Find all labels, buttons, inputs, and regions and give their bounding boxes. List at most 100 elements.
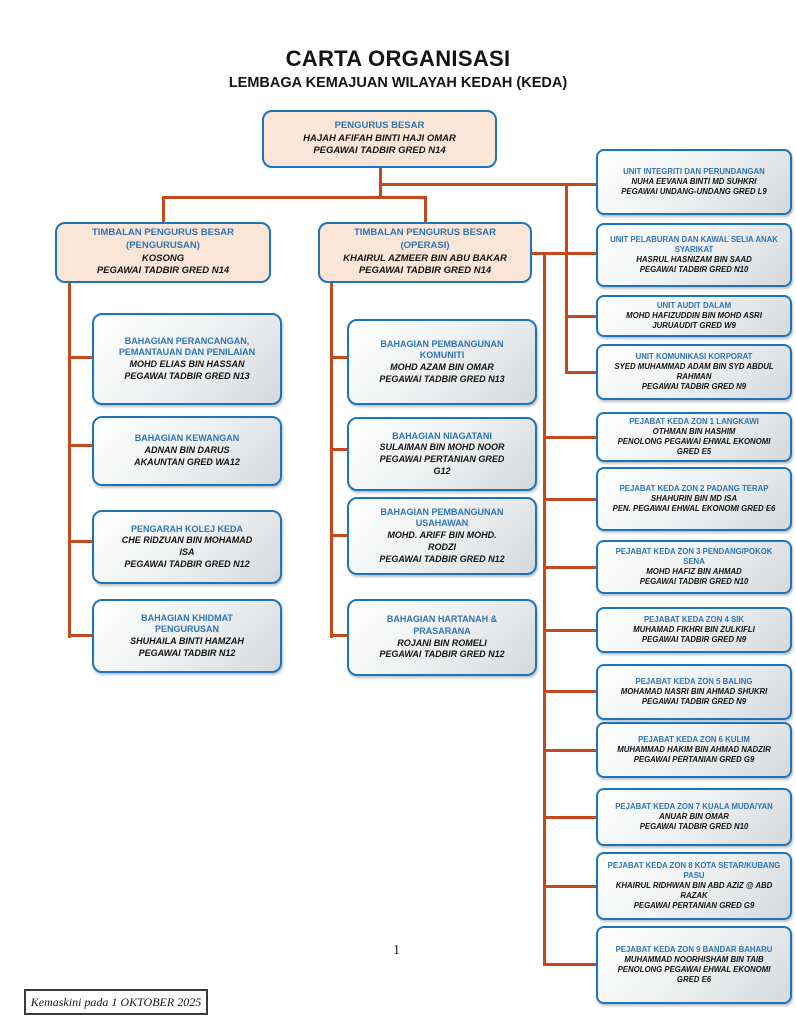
- connector-line: [565, 183, 568, 374]
- node-title: PEJABAT KEDA ZON 7 KUALA MUDA/YAN: [615, 802, 773, 812]
- node-zon-2-padang-terap: PEJABAT KEDA ZON 2 PADANG TERAP SHAHURIN…: [596, 467, 792, 531]
- connector-line: [543, 252, 546, 966]
- connector-line: [162, 196, 165, 225]
- node-person: CHE RIDZUAN BIN MOHAMAD ISA: [121, 535, 253, 557]
- page-number: 1: [393, 943, 400, 958]
- node-role: PEGAWAI TADBIR GRED N9: [641, 381, 747, 391]
- node-person: SYED MUHAMMAD ADAM BIN SYD ABDUL RAHMAN: [614, 362, 774, 381]
- node-role: PEGAWAI TADBIR GRED N9: [641, 634, 747, 644]
- node-title: BAHAGIAN PEMBANGUNAN USAHAWAN: [380, 506, 504, 529]
- node-person: ADNAN BIN DARUS: [144, 445, 230, 456]
- node-person: KOSONG: [141, 252, 185, 264]
- node-person: MUHAMMAD HAKIM BIN AHMAD NADZIR: [617, 745, 771, 755]
- node-role: PEGAWAI TADBIR GRED N12: [124, 558, 250, 569]
- node-role: PENOLONG PEGAWAI EHWAL EKONOMI GRED E5: [617, 437, 771, 456]
- node-title: PEJABAT KEDA ZON 3 PENDANG/POKOK SENA: [615, 547, 773, 567]
- node-zon-5-baling: PEJABAT KEDA ZON 5 BALING MOHAMAD NASRI …: [596, 664, 792, 720]
- connector-line: [330, 448, 348, 451]
- node-title: TIMBALAN PENGURUS BESAR (PENGURUSAN): [92, 227, 234, 251]
- node-role: PEGAWAI UNDANG-UNDANG GRED L9: [621, 186, 767, 196]
- node-zon-8-kota-setar-kubang-pasu: PEJABAT KEDA ZON 8 KOTA SETAR/KUBANG PAS…: [596, 852, 792, 920]
- node-bahagian-perancangan: BAHAGIAN PERANCANGAN, PEMANTAUAN DAN PEN…: [92, 313, 282, 405]
- node-title: UNIT INTEGRITI DAN PERUNDANGAN: [623, 167, 765, 177]
- node-role: PEGAWAI TADBIR GRED N14: [313, 145, 446, 157]
- node-unit-integriti-perundangan: UNIT INTEGRITI DAN PERUNDANGAN NUHA EEVA…: [596, 149, 792, 215]
- connector-line: [68, 634, 93, 637]
- node-person: NUHA EEVANA BINTI MD SUHKRI: [631, 177, 757, 187]
- node-title: BAHAGIAN KHIDMAT PENGURUSAN: [141, 612, 233, 635]
- connector-line: [379, 183, 597, 186]
- node-role: PEGAWAI PERTANIAN GRED G12: [379, 454, 505, 476]
- node-role: PEGAWAI TADBIR GRED N12: [379, 553, 505, 564]
- node-zon-7-kuala-muda-yan: PEJABAT KEDA ZON 7 KUALA MUDA/YAN ANUAR …: [596, 788, 792, 846]
- node-role: PEGAWAI PERTANIAN GRED G9: [633, 900, 755, 910]
- node-title: BAHAGIAN KEWANGAN: [134, 433, 240, 444]
- node-role: PEGAWAI TADBIR GRED N14: [96, 265, 230, 277]
- node-unit-pelaburan-kawal-selia: UNIT PELABURAN DAN KAWAL SELIA ANAK SYAR…: [596, 223, 792, 287]
- connector-line: [330, 534, 348, 537]
- node-role: PEGAWAI TADBIR GRED N10: [639, 264, 749, 274]
- connector-line: [424, 196, 427, 225]
- update-note: Kemaskini pada 1 OKTOBER 2025: [30, 994, 202, 1009]
- node-bahagian-niagatani: BAHAGIAN NIAGATANI SULAIMAN BIN MOHD NOO…: [347, 417, 537, 491]
- node-timbalan-operasi: TIMBALAN PENGURUS BESAR (OPERASI) KHAIRU…: [318, 222, 532, 283]
- node-title: BAHAGIAN PERANCANGAN, PEMANTAUAN DAN PEN…: [118, 335, 256, 358]
- node-person: OTHMAN BIN HASHIM: [652, 427, 736, 437]
- connector-line: [330, 634, 348, 637]
- chart-header: CARTA ORGANISASI LEMBAGA KEMAJUAN WILAYA…: [0, 46, 796, 91]
- node-role: PEGAWAI TADBIR N12: [138, 647, 236, 658]
- node-pengurus-besar: PENGURUS BESAR HAJAH AFIFAH BINTI HAJI O…: [262, 110, 497, 168]
- node-title: PEJABAT KEDA ZON 6 KULIM: [638, 735, 750, 745]
- connector-line: [330, 283, 333, 638]
- connector-line: [565, 315, 597, 318]
- connector-line: [162, 196, 427, 199]
- node-role: PEGAWAI TADBIR GRED N10: [639, 821, 749, 831]
- node-person: KHAIRUL RIDHWAN BIN ABD AZIZ @ ABD RAZAK: [615, 881, 773, 900]
- page-subtitle: LEMBAGA KEMAJUAN WILAYAH KEDAH (KEDA): [228, 75, 568, 91]
- node-title: BAHAGIAN HARTANAH & PRASARANA: [386, 614, 498, 636]
- node-role: PEGAWAI TADBIR GRED N12: [379, 649, 505, 660]
- node-title: PEJABAT KEDA ZON 1 LANGKAWI: [629, 417, 759, 427]
- node-zon-6-kulim: PEJABAT KEDA ZON 6 KULIM MUHAMMAD HAKIM …: [596, 722, 792, 778]
- connector-line: [543, 498, 596, 501]
- connector-line: [543, 690, 596, 693]
- node-role: PEGAWAI TADBIR GRED N13: [379, 373, 505, 384]
- node-zon-3-pendang-pokok-sena: PEJABAT KEDA ZON 3 PENDANG/POKOK SENA MO…: [596, 540, 792, 594]
- connector-line: [543, 436, 596, 439]
- node-person: KHAIRUL AZMEER BIN ABU BAKAR: [343, 252, 507, 264]
- node-title: TIMBALAN PENGURUS BESAR (OPERASI): [354, 227, 496, 251]
- node-title: PEJABAT KEDA ZON 8 KOTA SETAR/KUBANG PAS…: [607, 861, 781, 881]
- node-title: UNIT KOMUNIKASI KORPORAT: [635, 352, 753, 362]
- node-role: PENOLONG PEGAWAI EHWAL EKONOMI GRED E6: [617, 965, 771, 984]
- connector-line: [543, 749, 596, 752]
- node-role: PEGAWAI PERTANIAN GRED G9: [633, 754, 755, 764]
- node-person: ROJANI BIN ROMELI: [397, 637, 487, 648]
- connector-line: [330, 356, 348, 359]
- node-unit-komunikasi-korporat: UNIT KOMUNIKASI KORPORAT SYED MUHAMMAD A…: [596, 344, 792, 400]
- node-title: PENGARAH KOLEJ KEDA: [130, 523, 243, 534]
- connector-line: [532, 252, 597, 255]
- update-note-box: Kemaskini pada 1 OKTOBER 2025: [24, 989, 208, 1015]
- node-person: SHUHAILA BINTI HAMZAH: [130, 636, 244, 646]
- node-zon-1-langkawi: PEJABAT KEDA ZON 1 LANGKAWI OTHMAN BIN H…: [596, 412, 792, 462]
- connector-line: [68, 356, 93, 359]
- connector-line: [68, 283, 71, 638]
- connector-line: [565, 371, 597, 374]
- node-role: JURUAUDIT GRED W9: [652, 320, 736, 330]
- node-zon-9-bandar-baharu: PEJABAT KEDA ZON 9 BANDAR BAHARU MUHAMMA…: [596, 926, 792, 1004]
- connector-line: [68, 444, 93, 447]
- node-title: PEJABAT KEDA ZON 5 BALING: [635, 677, 753, 687]
- connector-line: [543, 816, 596, 819]
- node-title: BAHAGIAN NIAGATANI: [392, 430, 492, 441]
- node-bahagian-kewangan: BAHAGIAN KEWANGAN ADNAN BIN DARUS AKAUNT…: [92, 416, 282, 486]
- node-person: MOHD HAFIZ BIN AHMAD: [646, 567, 742, 576]
- node-person: MOHD. ARIFF BIN MOHD. RODZI: [387, 530, 497, 552]
- node-role: PEN. PEGAWAI EHWAL EKONOMI GRED E6: [612, 503, 776, 513]
- node-person: SHAHURIN BIN MD ISA: [650, 494, 738, 504]
- node-person: MOHAMAD NASRI BIN AHMAD SHUKRI: [620, 687, 768, 697]
- connector-line: [543, 963, 596, 966]
- node-bahagian-pembangunan-komuniti: BAHAGIAN PEMBANGUNAN KOMUNITI MOHD AZAM …: [347, 319, 537, 405]
- node-title: PEJABAT KEDA ZON 9 BANDAR BAHARU: [615, 945, 773, 955]
- node-unit-audit-dalam: UNIT AUDIT DALAM MOHD HAFIZUDDIN BIN MOH…: [596, 295, 792, 337]
